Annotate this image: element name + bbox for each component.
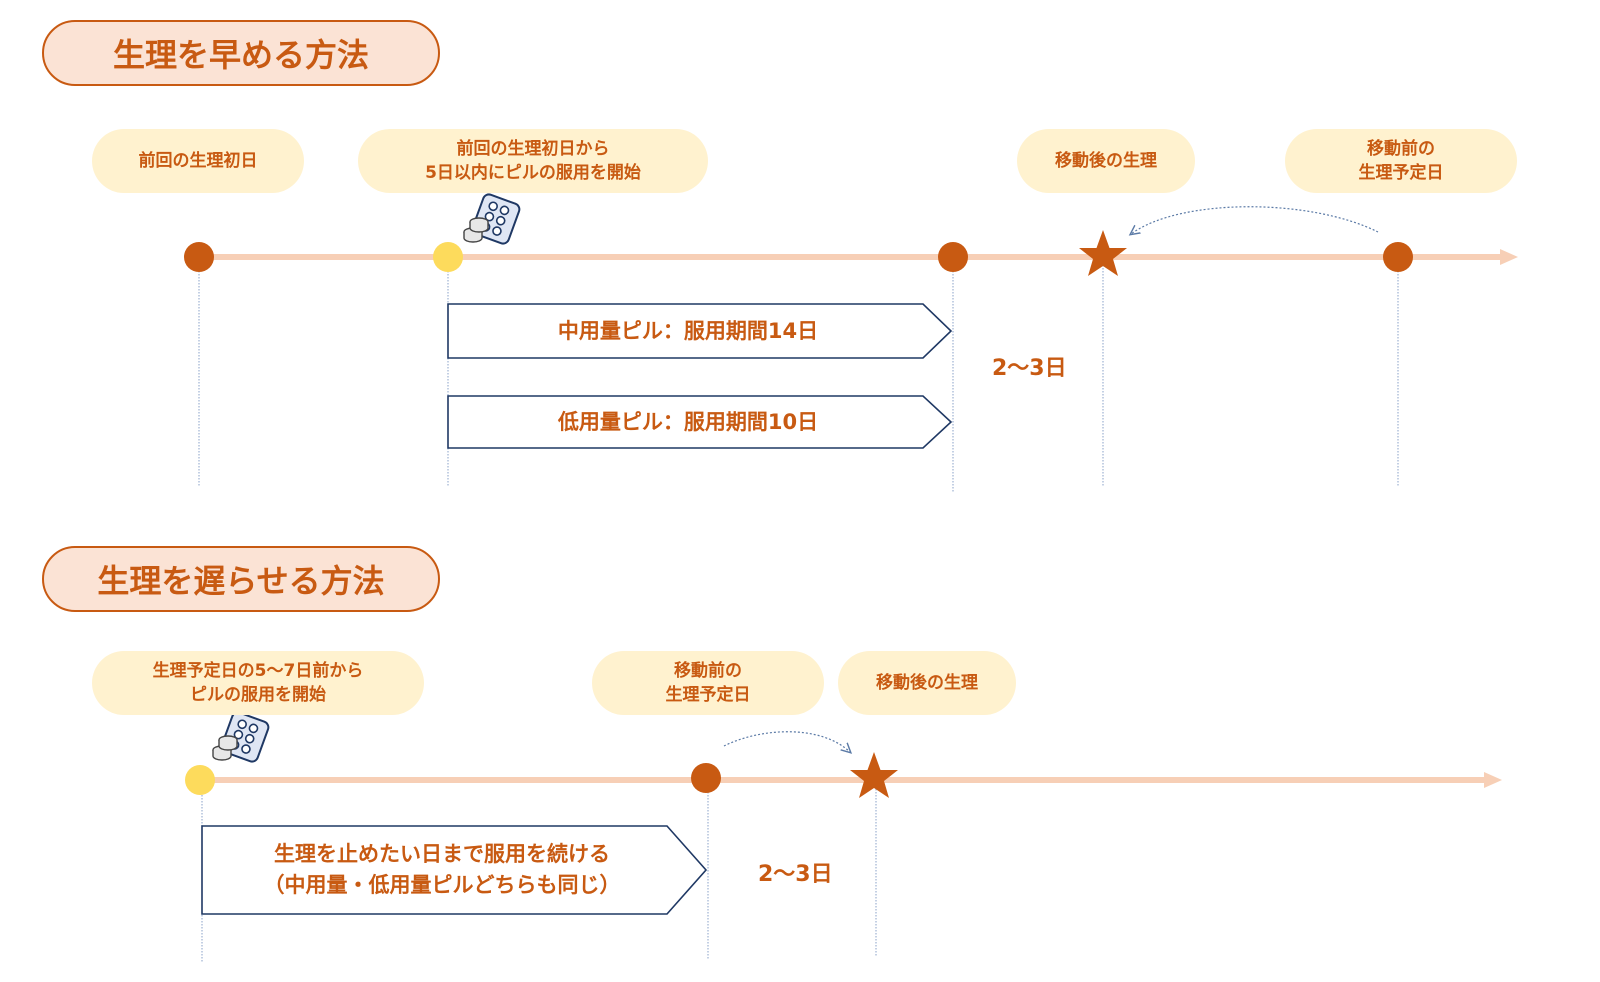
days-label-2: 2〜3日	[758, 862, 833, 887]
arrow-text-continue: 生理を止めたい日まで服用を続ける （中用量・低用量ピルどちらも同じ）	[202, 826, 682, 914]
star-icon	[1079, 230, 1127, 276]
label-pill-start-line1: 前回の生理初日から	[456, 139, 610, 159]
days-label-1: 2〜3日	[992, 356, 1067, 381]
arrow-shape-continue	[201, 825, 708, 915]
section2-title: 生理を遅らせる方法	[42, 546, 440, 612]
marker-pill-start	[433, 242, 463, 272]
timeline-2-arrowhead	[1484, 772, 1502, 788]
label-before-move-2-line2: 生理予定日	[665, 685, 751, 705]
arrow-text-low: 低用量ピル：服用期間10日	[557, 409, 819, 434]
label-pill-start-2-line2: ピルの服用を開始	[190, 685, 326, 705]
timeline-1-arrowhead	[1500, 249, 1518, 265]
label-after-move: 移動後の生理	[1017, 129, 1195, 193]
arrow-text-continue-line1: 生理を止めたい日まで服用を続ける	[274, 842, 610, 866]
marker-pill-end	[938, 242, 968, 272]
label-before-move: 移動前の 生理予定日	[1285, 129, 1517, 193]
marker-before-move	[1383, 242, 1413, 272]
label-before-move-line2: 生理予定日	[1358, 163, 1444, 183]
label-pill-start-2: 生理予定日の5〜7日前から ピルの服用を開始	[92, 651, 424, 715]
curved-arrow-icon-2	[723, 731, 850, 752]
arrow-shape-medium	[447, 303, 953, 359]
label-pill-start: 前回の生理初日から 5日以内にピルの服用を開始	[358, 129, 708, 193]
label-before-move-2: 移動前の 生理予定日	[592, 651, 824, 715]
label-pill-start-line2: 5日以内にピルの服用を開始	[425, 163, 641, 183]
marker-prev-start	[184, 242, 214, 272]
guide-lines-1	[198, 262, 1399, 492]
section1-title: 生理を早める方法	[42, 20, 440, 86]
label-before-move-2-line1: 移動前の	[674, 661, 742, 681]
marker-pill-start-2	[185, 765, 215, 795]
pill-pack-icon-2	[212, 709, 272, 765]
arrow-text-medium: 中用量ピル：服用期間14日	[557, 318, 819, 343]
pill-pack-icon	[463, 191, 523, 247]
label-prev-start: 前回の生理初日	[92, 129, 304, 193]
curved-arrow-icon	[1131, 206, 1379, 234]
label-pill-start-2-line1: 生理予定日の5〜7日前から	[152, 661, 364, 681]
arrow-shape-low	[447, 395, 953, 449]
label-after-move-2: 移動後の生理	[838, 651, 1016, 715]
star-icon-2	[850, 752, 898, 798]
arrow-text-continue-line2: （中用量・低用量ピルどちらも同じ）	[263, 873, 621, 897]
marker-before-move-2	[691, 763, 721, 793]
label-before-move-line1: 移動前の	[1367, 139, 1435, 159]
